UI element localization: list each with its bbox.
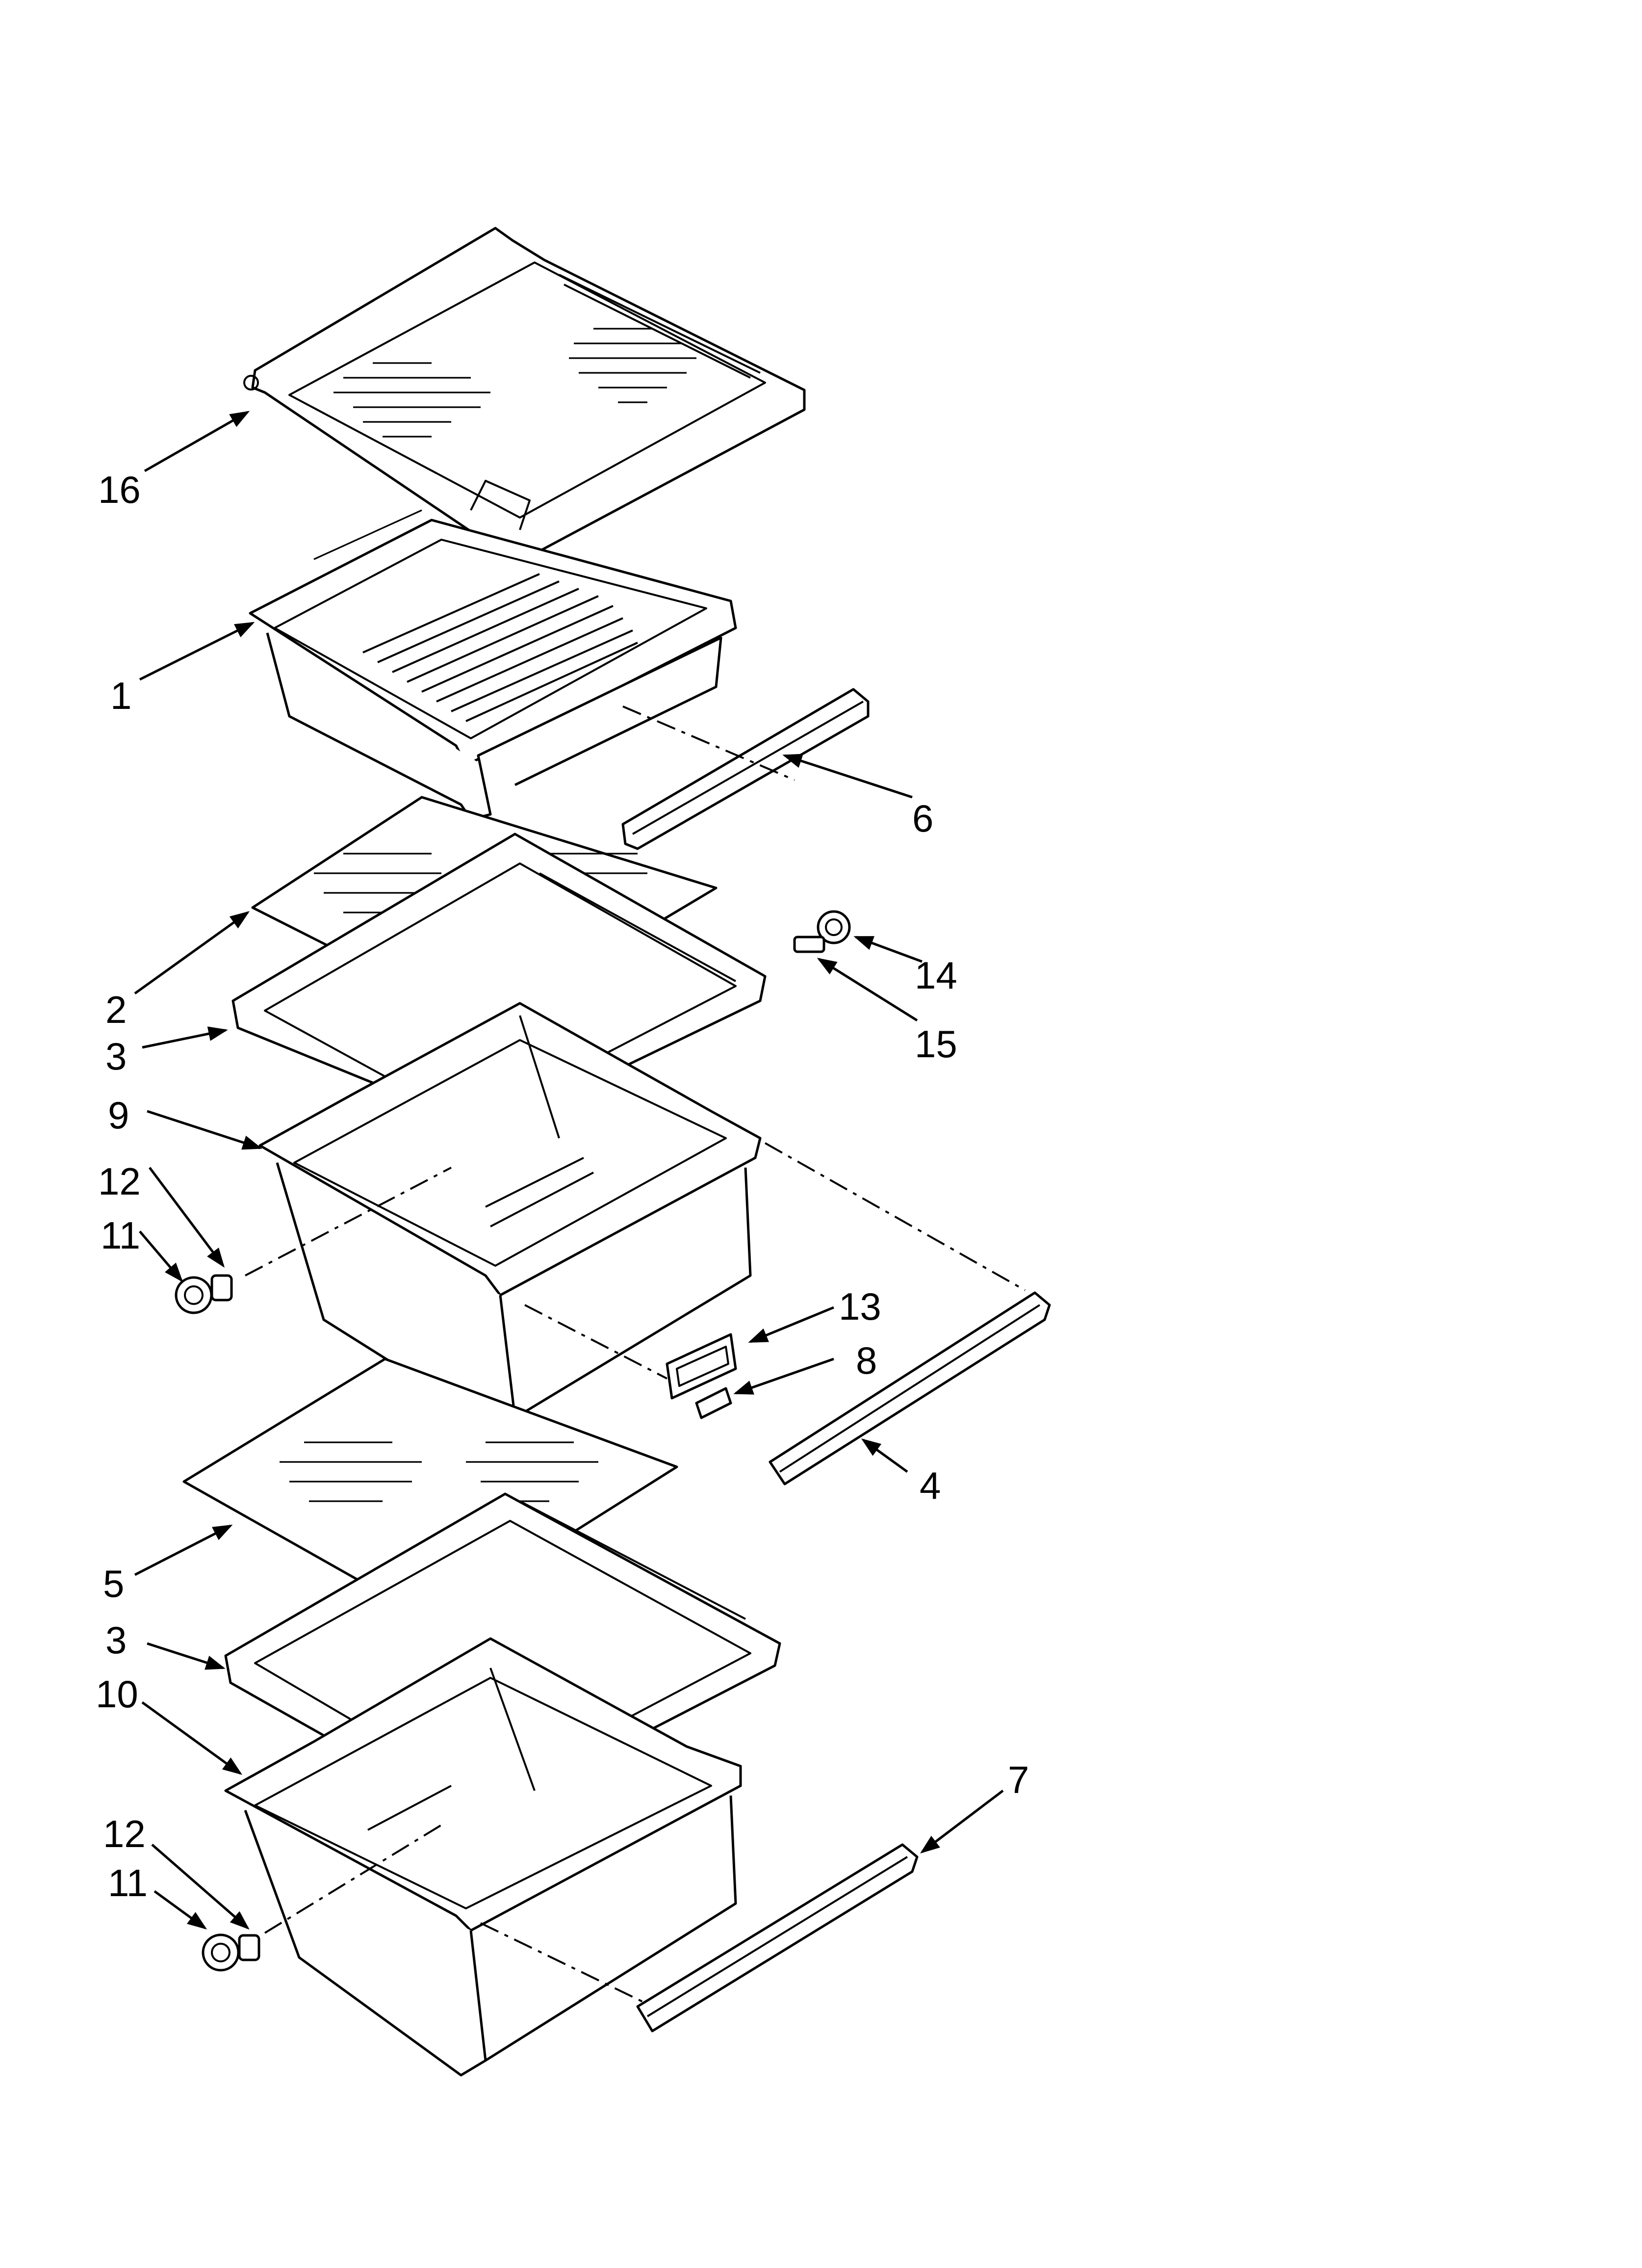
leader-lines <box>134 411 1004 1930</box>
part-11-12-upper-roller <box>175 1274 233 1314</box>
glass-5-hatch <box>280 1441 598 1502</box>
callout-2: 2 <box>105 988 127 1031</box>
part-11-12-lower-roller <box>202 1933 260 1972</box>
part-4-trim-bar <box>769 1291 1051 1486</box>
cover-hatch-right <box>569 328 696 403</box>
callout-10: 10 <box>96 1672 138 1716</box>
part-6-trim-bar <box>621 688 870 850</box>
part-14-15-right-roller <box>793 910 851 953</box>
callout-15: 15 <box>915 1022 957 1066</box>
callout-12-lower: 12 <box>103 1812 146 1855</box>
dash-line-13 <box>524 1304 667 1380</box>
callout-3-lower: 3 <box>105 1618 127 1662</box>
part-16-cover-frame <box>243 227 806 566</box>
cover-hatch-left <box>334 362 490 438</box>
callout-12-upper: 12 <box>98 1160 141 1203</box>
callout-11-upper: 11 <box>101 1214 140 1257</box>
callout-5: 5 <box>103 1562 124 1605</box>
callouts: 16 1 6 2 14 15 3 9 12 11 13 8 4 5 3 10 7… <box>96 468 1029 1904</box>
part-13-8-brackets <box>666 1333 737 1419</box>
part-10-lower-crisper <box>224 1637 742 2077</box>
part-9-upper-crisper <box>258 1002 762 1429</box>
dash-line-9-right <box>765 1142 1026 1291</box>
callout-6: 6 <box>912 797 933 840</box>
callout-1: 1 <box>110 674 131 717</box>
callout-3-upper: 3 <box>105 1035 127 1078</box>
callout-13: 13 <box>839 1285 881 1328</box>
dash-line-9-left <box>245 1167 452 1277</box>
callout-16: 16 <box>98 468 141 511</box>
part-1-upper-drawer <box>249 509 737 821</box>
dash-line-10-left <box>264 1824 442 1934</box>
callout-4: 4 <box>920 1464 941 1507</box>
drawer-1-vents <box>313 509 422 560</box>
part-5-glass-shelf <box>182 1357 678 1623</box>
dash-line-6 <box>622 705 795 781</box>
callout-11-lower: 11 <box>108 1861 148 1904</box>
callout-7: 7 <box>1008 1758 1029 1801</box>
callout-9: 9 <box>108 1094 129 1137</box>
dash-line-10-right <box>480 1922 643 2003</box>
part-7-trim-bar <box>636 1843 919 2033</box>
callout-8: 8 <box>856 1339 877 1382</box>
drawer-1-ribs <box>362 573 638 722</box>
callout-14: 14 <box>915 954 957 997</box>
